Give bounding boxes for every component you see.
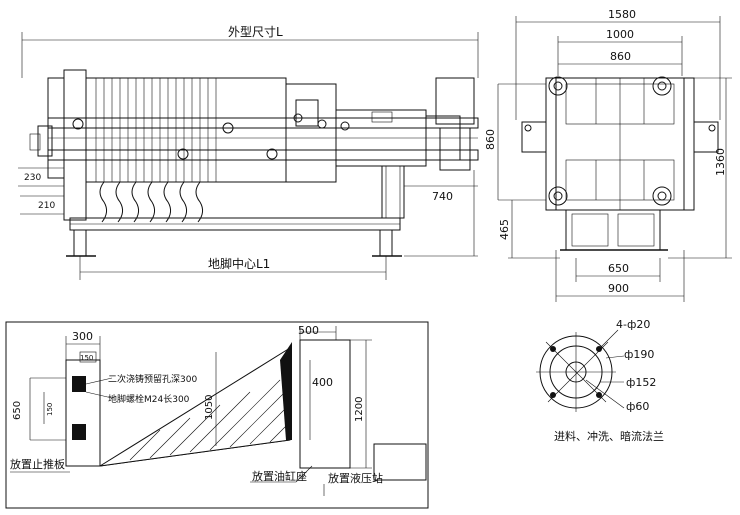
dim-1050: 1050 [204,395,215,420]
dim-210: 210 [38,201,55,211]
note-pre-hole: 二次浇铸预留孔深300 [108,373,197,385]
dim-900: 900 [608,282,629,295]
dim-150-top: 150 [80,354,93,362]
flange-d190: ф190 [624,348,654,361]
side-view: 1580 1000 860 [484,8,732,302]
dim-860-top: 860 [610,50,631,63]
dim-860-left: 860 [484,129,497,150]
flange-caption: 进料、冲洗、暗流法兰 [554,429,664,443]
note-anchor-bolt: 地脚螺栓M24长300 [108,393,190,405]
label-cylinder-seat: 放置油缸座 [252,469,307,483]
dim-650-foundation: 650 [12,401,23,420]
dim-1580: 1580 [608,8,636,21]
dim-1000: 1000 [606,28,634,41]
foundation-plan: 300 150 650 150 二次浇铸预留孔深300 地脚螺栓M24长300 [5,321,429,509]
flange-detail: 4-ф20 ф190 ф152 ф60 进料、冲洗、暗流法兰 [536,318,664,443]
overall-length-label: 外型尺寸L [228,25,283,39]
dim-150-left: 150 [46,403,54,416]
label-stop-plate: 放置止推板 [10,457,65,471]
label-hydraulic-station: 放置液压站 [328,471,383,485]
dim-1200: 1200 [354,397,365,422]
dim-500: 500 [298,324,319,337]
dim-230: 230 [24,173,41,183]
flange-d152: ф152 [626,376,656,389]
front-view: 外型尺寸L [18,25,479,280]
foot-center-label: 地脚中心L1 [208,256,270,271]
dim-465: 465 [498,219,511,240]
dim-740: 740 [432,190,453,203]
dim-650-side: 650 [608,262,629,275]
flange-holes: 4-ф20 [616,318,650,331]
dim-1360: 1360 [714,148,727,176]
dim-400: 400 [312,376,333,389]
flange-d60: ф60 [626,400,649,413]
dim-300: 300 [72,330,93,343]
